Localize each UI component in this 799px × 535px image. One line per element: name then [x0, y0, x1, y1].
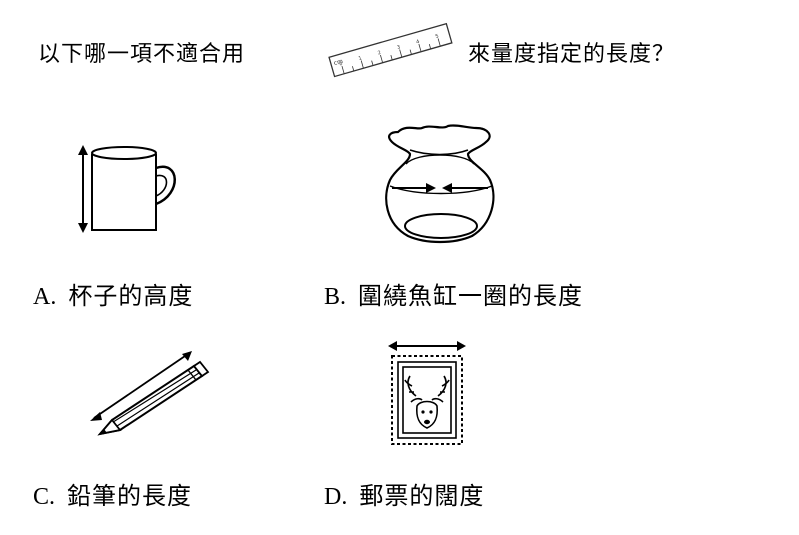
svg-text:4: 4	[416, 39, 421, 46]
option-d-text: 郵票的闊度	[359, 482, 485, 510]
option-c[interactable]: C. 鉛筆的長度	[33, 476, 192, 511]
svg-text:0: 0	[339, 61, 344, 68]
stamp-icon	[388, 341, 466, 445]
option-b[interactable]: B. 圍繞魚缸一圈的長度	[324, 276, 583, 311]
svg-text:3: 3	[396, 44, 401, 51]
option-b-letter: B.	[324, 284, 347, 310]
ruler-icon: cm 0 1 2 3 4 5	[328, 22, 453, 78]
svg-text:5: 5	[435, 33, 440, 40]
mug-icon	[78, 145, 176, 233]
option-d[interactable]: D. 郵票的闊度	[324, 476, 484, 511]
svg-text:2: 2	[377, 50, 382, 57]
option-a-letter: A.	[33, 284, 57, 310]
fishbowl-icon	[385, 124, 495, 244]
option-c-text: 鉛筆的長度	[67, 482, 193, 510]
option-a[interactable]: A. 杯子的高度	[33, 276, 193, 311]
svg-text:1: 1	[358, 55, 363, 62]
question-prefix: 以下哪一項不適合用	[38, 42, 246, 67]
question-suffix: 來量度指定的長度？	[468, 42, 676, 67]
option-c-letter: C.	[33, 484, 56, 510]
ruler-unit-label: cm	[333, 58, 344, 67]
pencil-icon	[90, 351, 210, 436]
option-a-text: 杯子的高度	[68, 282, 194, 310]
option-b-text: 圍繞魚缸一圈的長度	[358, 282, 584, 310]
option-d-letter: D.	[324, 484, 348, 510]
